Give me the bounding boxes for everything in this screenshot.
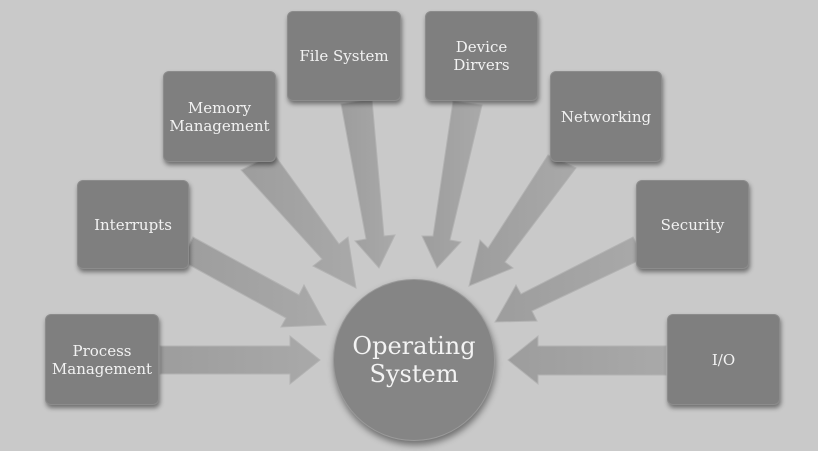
arrow-file-system bbox=[340, 98, 396, 269]
memory-management-box: Memory Management bbox=[163, 71, 276, 162]
arrow-device-drivers bbox=[421, 100, 483, 269]
device-drivers-box: Device Dirvers bbox=[425, 11, 538, 101]
process-management-box: Process Management bbox=[45, 314, 159, 405]
security-box: Security bbox=[636, 180, 749, 269]
operating-system-circle: Operating System bbox=[333, 279, 495, 441]
networking-box: Networking bbox=[550, 71, 662, 162]
arrow-io bbox=[507, 334, 667, 386]
arrow-memory-management bbox=[240, 153, 357, 289]
interrupts-box: Interrupts bbox=[77, 180, 189, 269]
arrow-security bbox=[494, 236, 645, 323]
arrow-interrupts bbox=[181, 236, 327, 328]
io-box: I/O bbox=[667, 314, 780, 405]
file-system-box: File System bbox=[287, 11, 401, 101]
arrow-networking bbox=[468, 154, 577, 287]
arrow-process-management bbox=[159, 334, 321, 386]
